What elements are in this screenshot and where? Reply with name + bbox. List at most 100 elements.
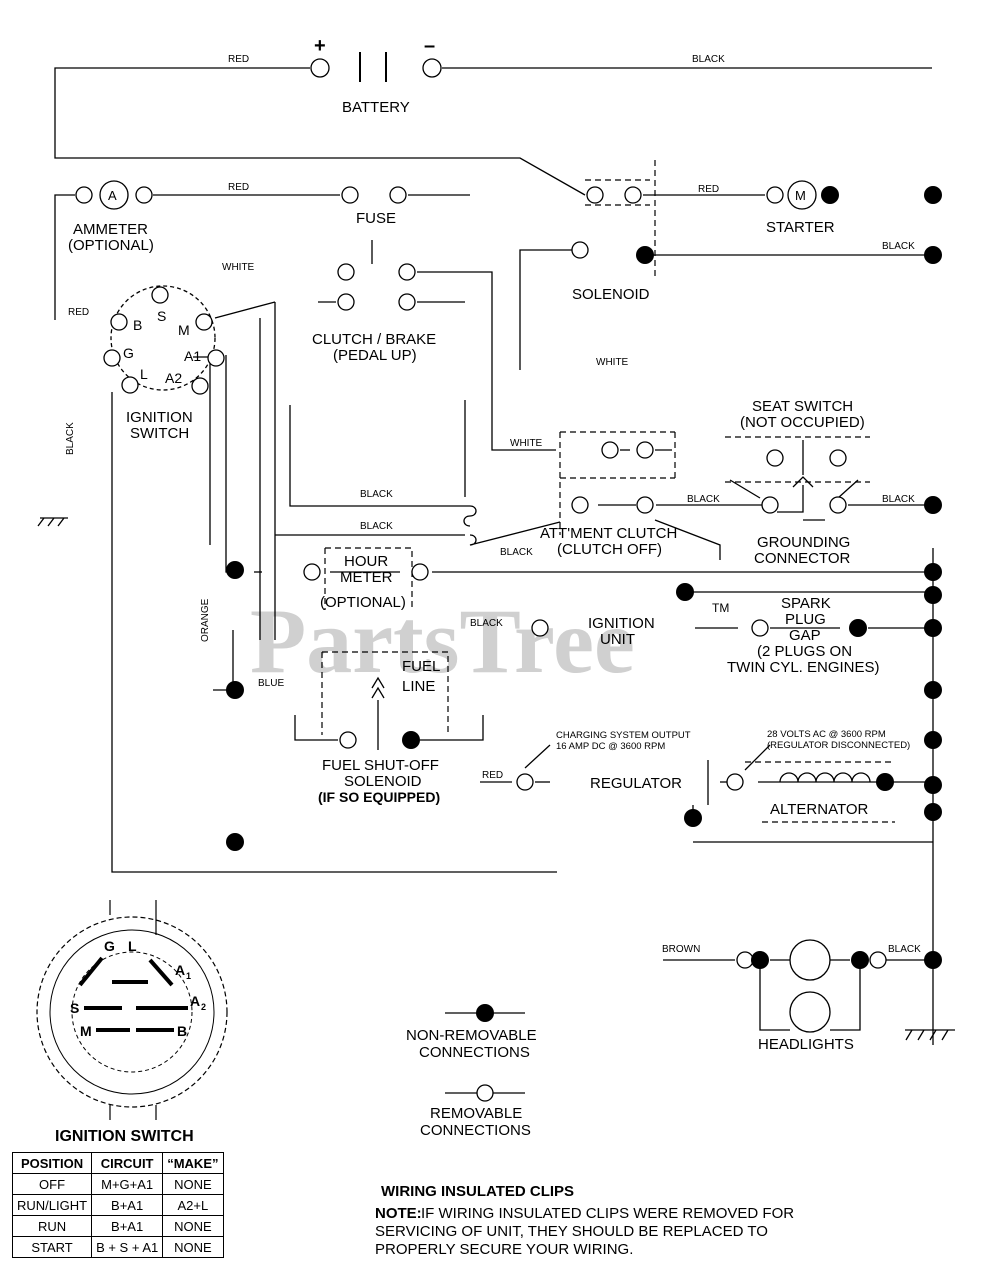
wire-label: RED: [698, 184, 719, 195]
watermark: PartsTree: [250, 590, 635, 692]
fixed-connection: [821, 186, 839, 204]
table-row: RUN/LIGHT B+A1 A2+L: [11, 1194, 224, 1216]
wire-label: BLACK: [687, 494, 720, 505]
terminals-fixed: [226, 186, 942, 1022]
table-cell: RUN: [11, 1215, 93, 1237]
wire-segment: [213, 630, 234, 691]
terminal-s: S: [157, 308, 166, 324]
wire-segment: [725, 436, 870, 483]
alternator-label: ALTERNATOR: [770, 801, 869, 818]
fuel-solenoid-label-2: SOLENOID: [344, 773, 422, 790]
wire-segment: [109, 1105, 157, 1120]
wire-segment: [463, 505, 477, 527]
component-labels: + – BATTERY A AMMETER (OPTIONAL) FUSE M …: [68, 35, 910, 1053]
clutch-brake-label: CLUTCH / BRAKE: [312, 331, 436, 348]
detail-terminal-a1: A: [175, 962, 185, 978]
wire-segment: [54, 67, 586, 196]
wire-label: BLACK: [882, 241, 915, 252]
removable-connection: [135, 186, 153, 204]
removable-connection: [789, 991, 831, 1033]
wire-label: WHITE: [222, 262, 255, 273]
removable-connection: [121, 376, 139, 394]
notes-line-1: IF WIRING INSULATED CLIPS WERE REMOVED F…: [421, 1205, 794, 1222]
removable-connection: [601, 441, 619, 459]
fixed-connection: [851, 951, 869, 969]
wire-label: BLACK: [65, 422, 76, 455]
alternator-spec: 28 VOLTS AC @ 3600 RPM: [767, 729, 886, 740]
spark-plug-label-4: (2 PLUGS ON: [757, 643, 852, 660]
fuel-line-label: FUEL: [402, 658, 440, 675]
legend-removable: REMOVABLE: [430, 1105, 522, 1122]
wire-label: RED: [482, 770, 503, 781]
table-cell: START: [11, 1236, 93, 1258]
fixed-connection: [636, 246, 654, 264]
spark-plug-label-2: PLUG: [785, 611, 826, 628]
removable-connection: [151, 286, 169, 304]
table-header-row: POSITION CIRCUIT “MAKE”: [11, 1152, 224, 1174]
fixed-connection: [924, 246, 942, 264]
wire-segment: [469, 521, 561, 546]
wire-segment: [905, 1029, 955, 1041]
removable-connection: [636, 496, 654, 514]
table-cell: A2+L: [162, 1194, 224, 1216]
fixed-connection: [924, 803, 942, 821]
removable-connection: [636, 441, 654, 459]
wire-label: RED: [68, 307, 89, 318]
removable-connection: [310, 58, 330, 78]
removable-connection: [422, 58, 442, 78]
seat-switch-label: SEAT SWITCH: [752, 398, 853, 415]
spark-plug-label-5: TWIN CYL. ENGINES): [727, 659, 880, 676]
legend: NON-REMOVABLE CONNECTIONS REMOVABLE CONN…: [406, 1027, 537, 1139]
wire-label: ORANGE: [200, 598, 211, 642]
spark-plug-label-3: GAP: [789, 627, 821, 644]
wire-segment: [759, 965, 790, 1031]
fixed-connection: [924, 776, 942, 794]
removable-connection: [398, 293, 416, 311]
table-cell: B+A1: [91, 1215, 164, 1237]
terminal-a1: A1: [184, 348, 201, 364]
removable-connection: [337, 293, 355, 311]
fixed-connection: [876, 773, 894, 791]
fixed-connection: [924, 586, 942, 604]
fixed-connection: [924, 619, 942, 637]
fixed-connection: [751, 951, 769, 969]
wire-label: RED: [228, 182, 249, 193]
table-cell: M+G+A1: [91, 1173, 164, 1195]
wire-segment: [792, 476, 814, 488]
grounding-connector-label: GROUNDING: [757, 534, 850, 551]
removable-connection: [110, 313, 128, 331]
removable-connection: [726, 773, 744, 791]
ignition-switch-table: POSITION CIRCUIT “MAKE” OFF M+G+A1 NONE …: [11, 1152, 224, 1258]
detail-terminal-b: B: [177, 1023, 187, 1039]
wire-segment: [745, 761, 895, 823]
detail-terminal-s: S: [70, 1000, 79, 1016]
battery-plus: +: [314, 35, 326, 57]
wire-segment: [78, 956, 104, 987]
legend-removable-2: CONNECTIONS: [420, 1122, 531, 1139]
attment-clutch-note: (CLUTCH OFF): [557, 541, 662, 558]
battery-symbol: [359, 52, 387, 82]
removable-connection: [624, 186, 642, 204]
seat-switch-note: (NOT OCCUPIED): [740, 414, 865, 431]
fixed-connection: [226, 833, 244, 851]
terminal-m: M: [178, 322, 190, 338]
fixed-connection: [924, 951, 942, 969]
removable-connection: [75, 186, 93, 204]
fixed-connection: [924, 563, 942, 581]
wire-segment: [111, 392, 557, 873]
watermark-tm: TM: [712, 601, 729, 615]
detail-terminal-a1-sub: 1: [186, 971, 191, 981]
starter-label: STARTER: [766, 219, 835, 236]
table-row: START B + S + A1 NONE: [11, 1236, 224, 1258]
ignition-switch-detail-title: IGNITION SWITCH: [55, 1128, 194, 1145]
removable-connection: [103, 349, 121, 367]
wire-segment: [294, 715, 338, 741]
battery-label: BATTERY: [342, 99, 410, 116]
notes-line-3: PROPERLY SECURE YOUR WIRING.: [375, 1241, 633, 1258]
table-cell: B+A1: [91, 1194, 164, 1216]
removable-connection: [571, 496, 589, 514]
fixed-connection: [226, 681, 244, 699]
battery-minus: –: [424, 35, 435, 57]
detail-terminal-a2-sub: 2: [201, 1002, 206, 1012]
